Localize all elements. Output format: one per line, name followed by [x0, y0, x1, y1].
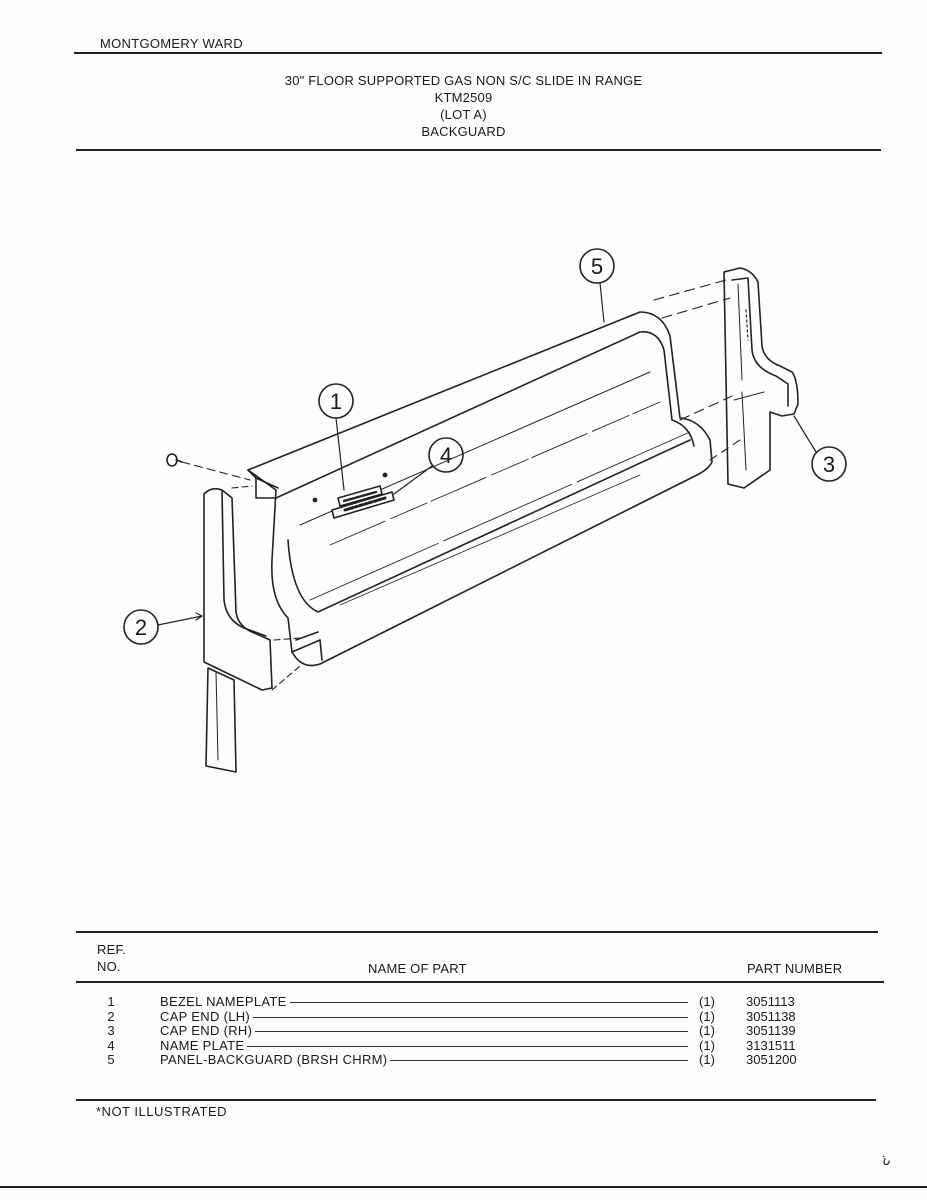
header-ref-label: REF. — [97, 942, 126, 957]
table-bottom-rule — [76, 1099, 876, 1101]
callout-label-5: 5 — [591, 254, 603, 279]
row-part-number: 3051138 — [746, 1008, 796, 1024]
callout-label-1: 1 — [330, 389, 342, 414]
header-rule — [74, 52, 882, 54]
row-part-name: NAME PLATE — [160, 1038, 248, 1053]
document-title: 30" FLOOR SUPPORTED GAS NON S/C SLIDE IN… — [0, 72, 927, 140]
callout-5: 5 — [579, 248, 615, 323]
row-part-number: 3051200 — [746, 1052, 797, 1067]
row-ref: 2 — [107, 1008, 115, 1024]
table-row: 5 PANEL-BACKGUARD (BRSH CHRM) (1) 305120… — [96, 1052, 836, 1068]
callout-label-4: 4 — [440, 443, 452, 468]
page-mark: ¿ — [876, 1148, 892, 1168]
leader-line — [160, 1002, 688, 1003]
callout-3: 3 — [793, 415, 847, 482]
exploded-view-diagram: 1 2 3 4 5 — [123, 248, 847, 773]
title-line-lot: (LOT A) — [440, 107, 487, 122]
title-rule — [76, 149, 881, 151]
leader-line — [160, 1031, 688, 1032]
not-illustrated-note: *NOT ILLUSTRATED — [96, 1104, 228, 1119]
title-line-section: BACKGUARD — [421, 124, 506, 139]
header-name-of-part: NAME OF PART — [368, 961, 467, 976]
row-part-number: 3051139 — [746, 1023, 796, 1038]
table-header-rule — [76, 981, 884, 983]
row-ref: 5 — [107, 1052, 115, 1067]
row-part-name: PANEL-BACKGUARD (BRSH CHRM) — [160, 1052, 391, 1068]
callout-1: 1 — [318, 383, 354, 491]
table-row: 4 NAME PLATE (1) 3131511 — [96, 1037, 836, 1053]
header-no-label: NO. — [97, 959, 121, 974]
leader-line — [160, 1045, 688, 1047]
callout-4: 4 — [393, 437, 464, 495]
row-part-name: CAP END (RH) — [160, 1023, 256, 1039]
callout-label-2: 2 — [135, 615, 147, 640]
row-qty: (1) — [692, 994, 722, 1010]
row-part-name: CAP END (LH) — [160, 1009, 254, 1024]
cap-end-rh — [723, 267, 799, 489]
header-part-number: PART NUMBER — [747, 961, 843, 976]
callout-label-3: 3 — [823, 452, 835, 477]
cap-end-lh — [203, 487, 273, 773]
row-qty: (1) — [692, 1038, 722, 1053]
callout-2: 2 — [123, 609, 203, 645]
title-line-model: KTM2509 — [434, 90, 493, 105]
leader-line — [160, 1060, 688, 1061]
row-part-name: BEZEL NAMEPLATE — [160, 994, 290, 1010]
header-ref-no: REF. NO. — [97, 942, 126, 974]
row-ref: 3 — [107, 1023, 115, 1038]
brand-name: MONTGOMERY WARD — [100, 36, 243, 51]
row-qty: (1) — [692, 1023, 722, 1039]
row-qty: (1) — [692, 1052, 722, 1068]
table-row: 1 BEZEL NAMEPLATE (1) 3051113 — [96, 994, 836, 1010]
backguard-panel — [247, 311, 713, 667]
table-row: 2 CAP END (LH) (1) 3051138 — [96, 1008, 836, 1024]
bezel-nameplate — [337, 485, 383, 507]
row-qty: (1) — [692, 1009, 722, 1024]
row-ref: 4 — [107, 1037, 115, 1053]
row-part-number: 3051113 — [746, 994, 795, 1009]
page-bottom-rule — [0, 1186, 927, 1188]
title-line-product: 30" FLOOR SUPPORTED GAS NON S/C SLIDE IN… — [284, 73, 643, 88]
mounting-screw — [166, 453, 183, 467]
leader-line — [160, 1016, 688, 1018]
table-top-rule — [76, 931, 878, 933]
name-plate — [331, 491, 395, 519]
row-part-number: 3131511 — [746, 1037, 796, 1053]
parts-list: 1 BEZEL NAMEPLATE (1) 3051113 2 CAP END … — [96, 994, 836, 1068]
row-ref: 1 — [107, 994, 115, 1009]
table-row: 3 CAP END (RH) (1) 3051139 — [96, 1023, 836, 1039]
